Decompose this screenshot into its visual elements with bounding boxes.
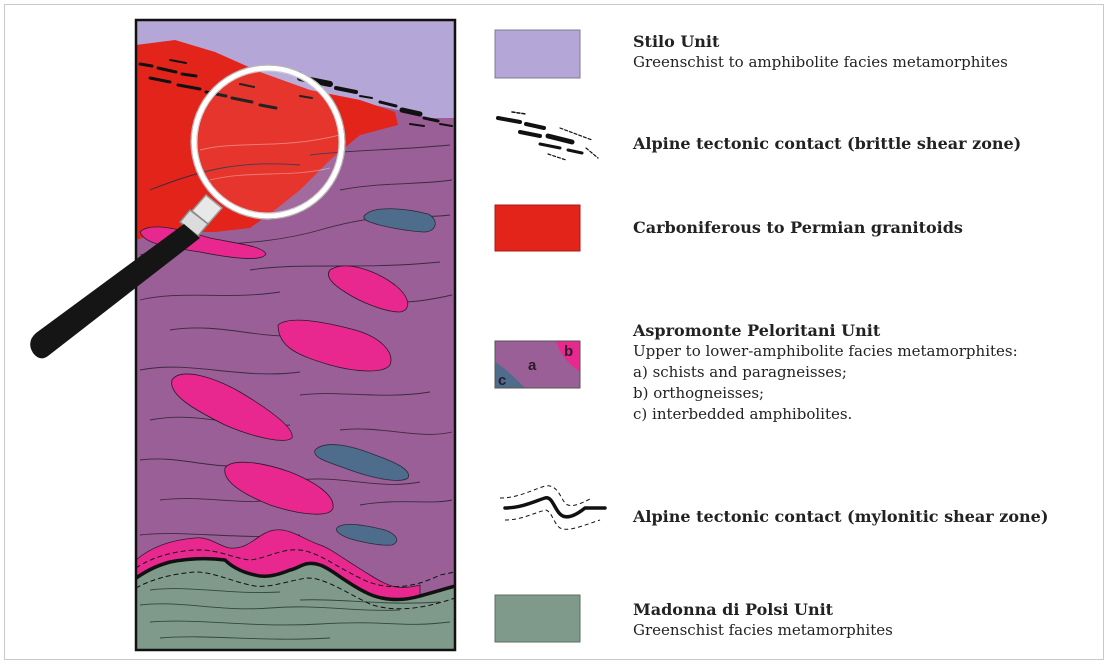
polsi-legend: Madonna di Polsi Unit Greenschist facies… [633,599,893,641]
swatch-label-a: a [528,357,537,374]
polsi-description: Greenschist facies metamorphites [633,620,893,641]
aspromonte-item-a: a) schists and paragneisses; [633,362,1018,383]
granitoids-legend: Carboniferous to Permian granitoids [633,217,963,238]
mylonitic-contact-title: Alpine tectonic contact (mylonitic shear… [633,506,1048,527]
stilo-title: Stilo Unit [633,31,1008,52]
stilo-description: Greenschist to amphibolite facies metamo… [633,52,1008,73]
swatch-label-c: c [498,372,506,389]
granitoids-title: Carboniferous to Permian granitoids [633,217,963,238]
mylonitic-contact-symbol [500,486,605,529]
stilo-swatch [495,30,580,78]
brittle-contact-symbol [498,112,598,160]
brittle-contact-title: Alpine tectonic contact (brittle shear z… [633,133,1021,154]
mylonitic-contact-legend: Alpine tectonic contact (mylonitic shear… [633,506,1048,527]
aspromonte-title: Aspromonte Peloritani Unit [633,320,1018,341]
aspromonte-legend: Aspromonte Peloritani Unit Upper to lowe… [633,320,1018,425]
swatch-label-b: b [564,343,573,360]
polsi-title: Madonna di Polsi Unit [633,599,893,620]
aspromonte-description: Upper to lower-amphibolite facies metamo… [633,341,1018,362]
stilo-legend: Stilo Unit Greenschist to amphibolite fa… [633,31,1008,73]
granitoids-swatch [495,205,580,251]
brittle-contact-legend: Alpine tectonic contact (brittle shear z… [633,133,1021,154]
polsi-swatch [495,595,580,642]
aspromonte-item-b: b) orthogneisses; [633,383,1018,404]
aspromonte-item-c: c) interbedded amphibolites. [633,404,1018,425]
aspromonte-swatch: a b c [495,341,580,389]
